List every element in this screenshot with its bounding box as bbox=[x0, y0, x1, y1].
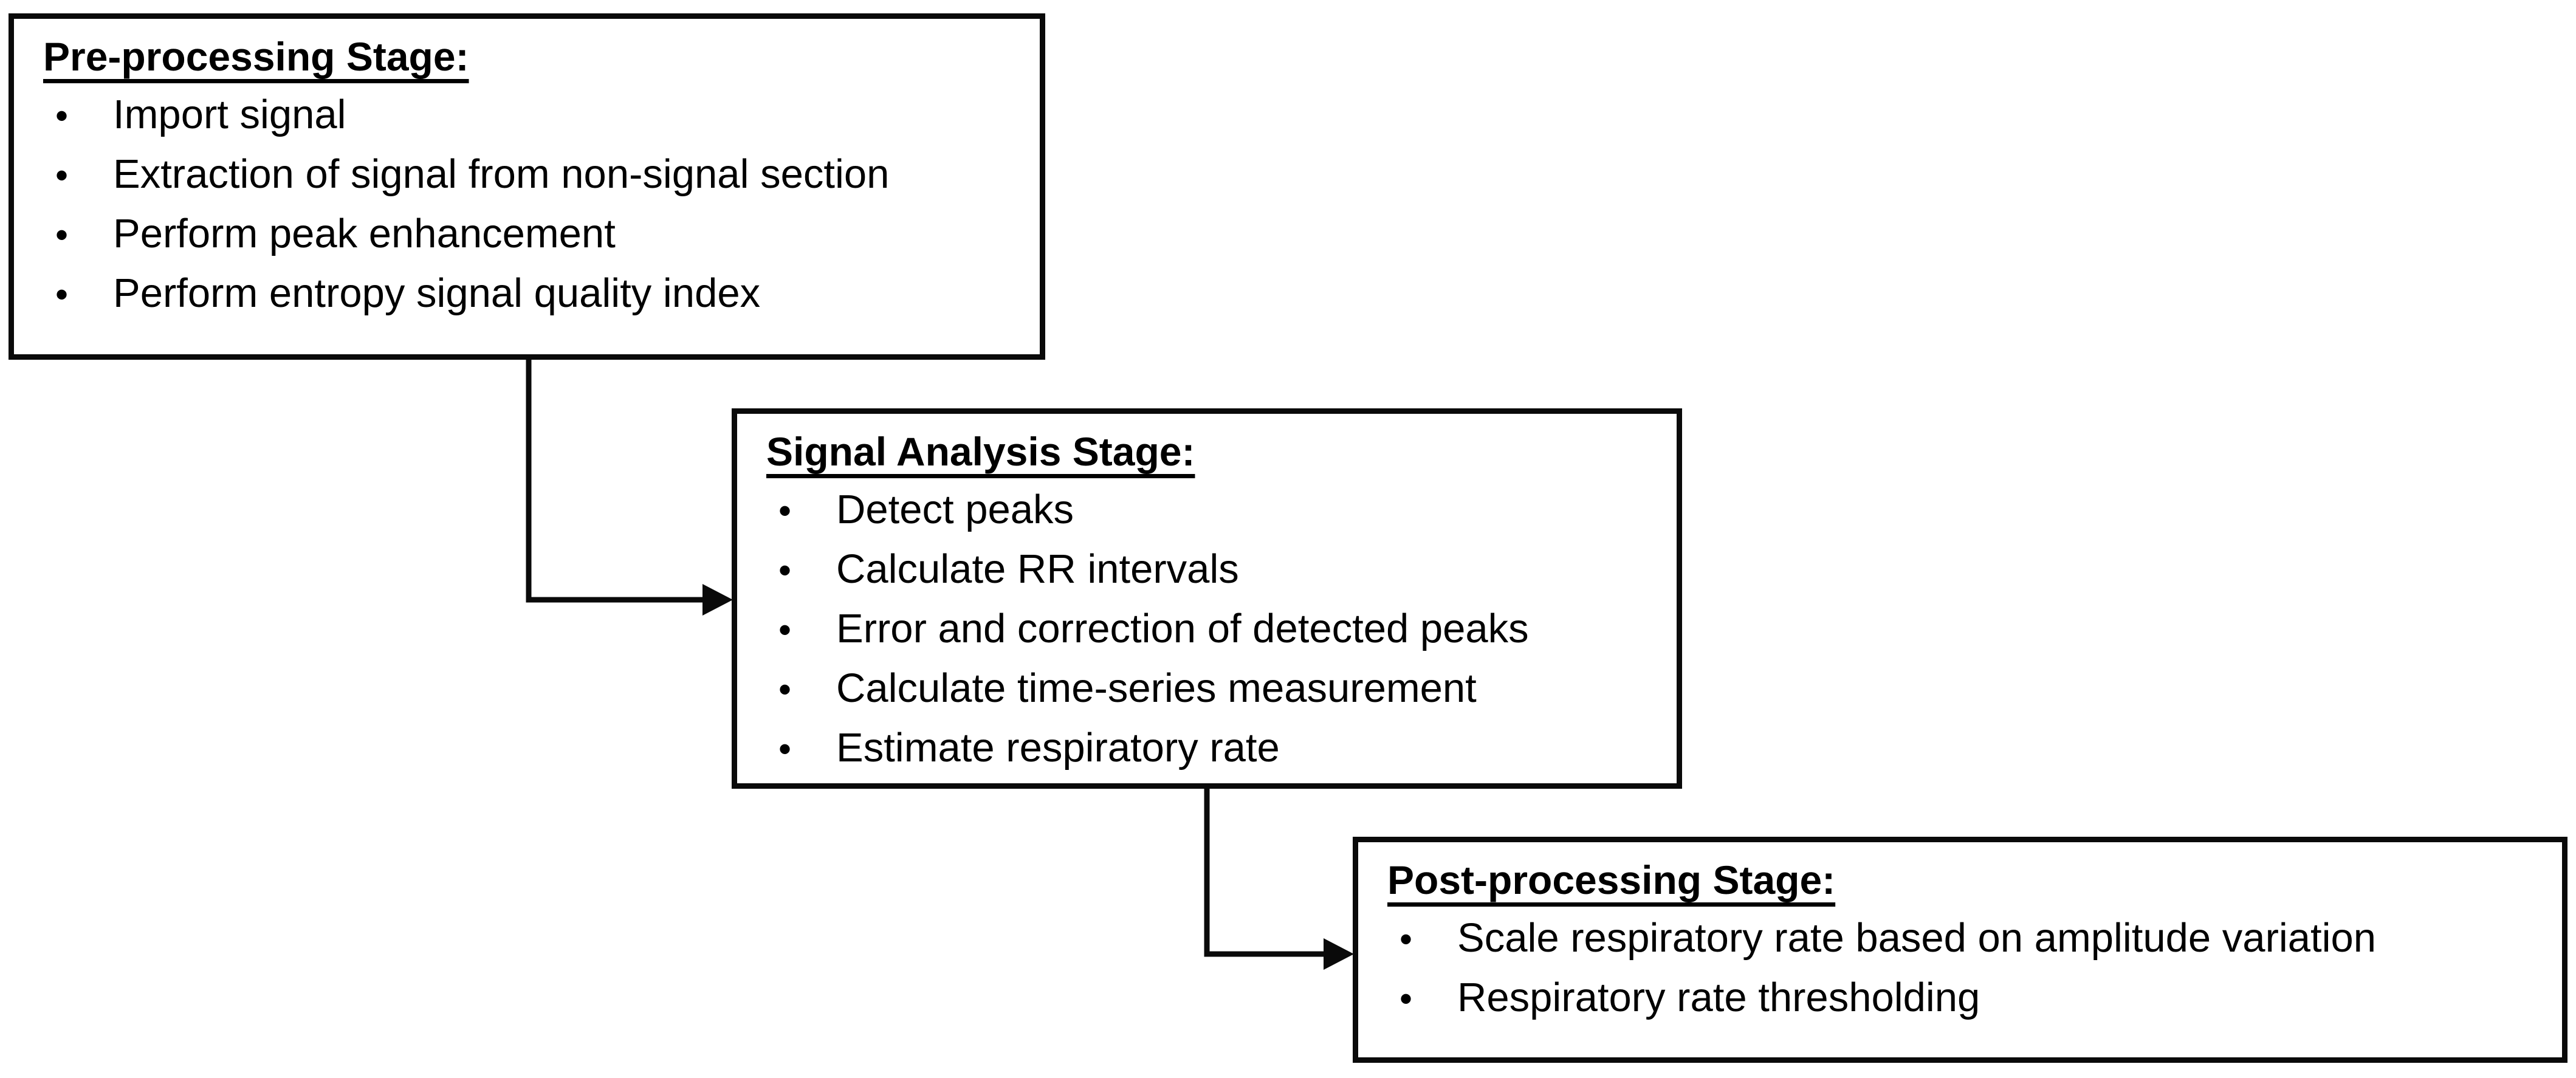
box-title-signal-analysis: Signal Analysis Stage: bbox=[766, 429, 1195, 474]
bullet-icon: • bbox=[778, 550, 792, 591]
bullet-list: • Scale respiratory rate based on amplit… bbox=[1387, 909, 2556, 1028]
list-item-text: Error and correction of detected peaks bbox=[836, 606, 1529, 651]
list-item-text: Perform peak enhancement bbox=[113, 211, 616, 256]
list-item-text: Scale respiratory rate based on amplitud… bbox=[1457, 915, 2377, 961]
list-item: • Import signal bbox=[43, 86, 1034, 145]
list-item: • Respiratory rate thresholding bbox=[1387, 969, 2556, 1028]
list-item: • Error and correction of detected peaks bbox=[766, 600, 1671, 659]
list-item: • Detect peaks bbox=[766, 481, 1671, 540]
list-item-text: Perform entropy signal quality index bbox=[113, 270, 761, 316]
connector-pre-to-signal bbox=[526, 360, 704, 603]
box-title-pre-processing: Pre-processing Stage: bbox=[43, 34, 469, 79]
bullet-icon: • bbox=[778, 669, 792, 710]
list-item-text: Calculate time-series measurement bbox=[836, 665, 1477, 711]
bullet-icon: • bbox=[55, 95, 69, 136]
bullet-list: • Import signal • Extraction of signal f… bbox=[43, 86, 1034, 324]
list-item: • Scale respiratory rate based on amplit… bbox=[1387, 909, 2556, 969]
bullet-list: • Detect peaks • Calculate RR intervals … bbox=[766, 481, 1671, 778]
list-item-text: Detect peaks bbox=[836, 487, 1074, 532]
list-item: • Extraction of signal from non-signal s… bbox=[43, 145, 1034, 205]
box-post-processing-stage: Post-processing Stage: • Scale respirato… bbox=[1353, 837, 2567, 1063]
arrowhead-icon bbox=[702, 584, 733, 616]
bullet-icon: • bbox=[55, 215, 69, 255]
box-title-post-processing: Post-processing Stage: bbox=[1387, 857, 1836, 902]
list-item-text: Extraction of signal from non-signal sec… bbox=[113, 151, 890, 197]
list-item-text: Calculate RR intervals bbox=[836, 546, 1239, 592]
list-item-text: Import signal bbox=[113, 92, 346, 137]
bullet-icon: • bbox=[1400, 978, 1413, 1019]
list-item: • Calculate time-series measurement bbox=[766, 659, 1671, 719]
bullet-icon: • bbox=[778, 490, 792, 531]
list-item: • Calculate RR intervals bbox=[766, 540, 1671, 600]
list-item-text: Estimate respiratory rate bbox=[836, 725, 1280, 771]
bullet-icon: • bbox=[55, 274, 69, 315]
connector-signal-to-post bbox=[1204, 789, 1325, 957]
bullet-icon: • bbox=[778, 609, 792, 650]
bullet-icon: • bbox=[55, 155, 69, 196]
list-item: • Estimate respiratory rate bbox=[766, 719, 1671, 778]
box-signal-analysis-stage: Signal Analysis Stage: • Detect peaks • … bbox=[732, 408, 1682, 789]
arrowhead-icon bbox=[1324, 938, 1354, 970]
bullet-icon: • bbox=[1400, 919, 1413, 960]
bullet-icon: • bbox=[778, 729, 792, 769]
list-item: • Perform entropy signal quality index bbox=[43, 264, 1034, 324]
list-item: • Perform peak enhancement bbox=[43, 205, 1034, 264]
list-item-text: Respiratory rate thresholding bbox=[1457, 975, 1980, 1020]
box-pre-processing-stage: Pre-processing Stage: • Import signal • … bbox=[9, 13, 1045, 360]
